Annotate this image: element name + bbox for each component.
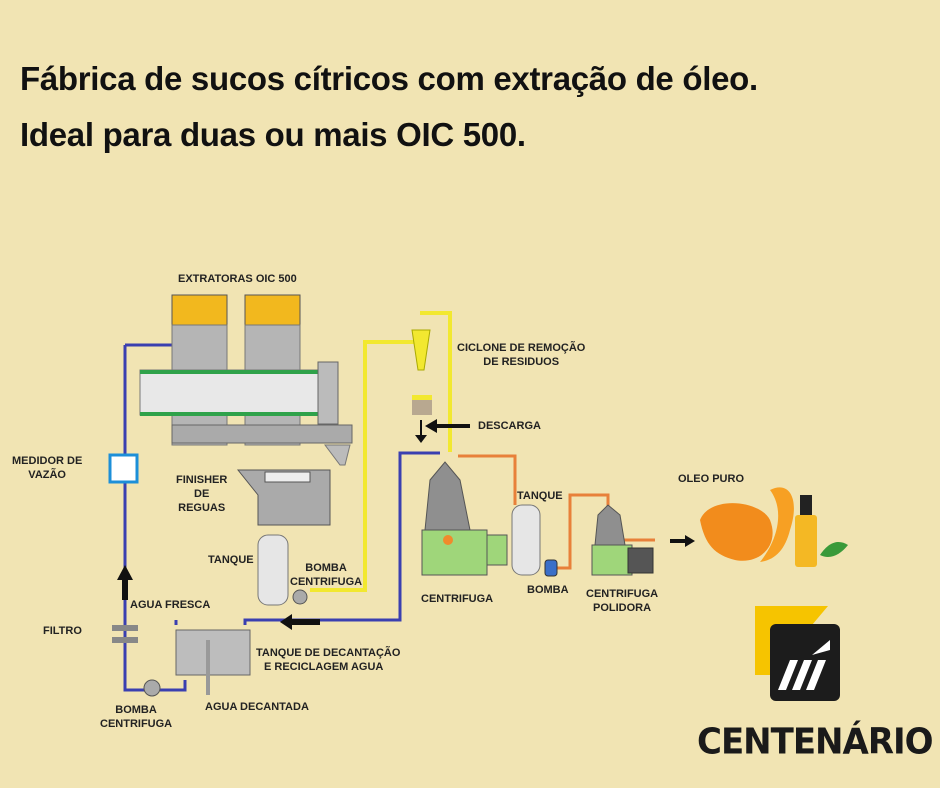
label-medidor-line1: MEDIDOR DE <box>12 455 83 467</box>
label-decantacao-line1: TANQUE DE DECANTAÇÃO <box>256 647 401 659</box>
page-title-line-1: Fábrica de sucos cítricos com extração d… <box>20 60 758 97</box>
label-medidor-vazao: MEDIDOR DE VAZÃO <box>12 454 82 482</box>
discharge-arrow-icon <box>425 419 470 433</box>
flow-meter <box>108 453 139 484</box>
filter <box>112 625 138 631</box>
label-bomba-centrifuga-2: BOMBA CENTRIFUGA <box>100 703 172 731</box>
label-bomba-centrifuga-1: BOMBA CENTRIFUGA <box>290 561 362 589</box>
extractor-1-head <box>171 294 228 326</box>
label-tanque-2: TANQUE <box>517 490 563 502</box>
decanted-water-pipe <box>206 640 210 695</box>
tank-1 <box>257 534 289 606</box>
label-decantacao-line2: E RECICLAGEM AGUA <box>264 661 384 673</box>
label-agua-fresca: AGUA FRESCA <box>130 599 211 611</box>
label-ciclone-line1: CICLONE DE REMOÇÃO <box>457 342 586 354</box>
extractor-machines <box>139 294 353 466</box>
label-bomba-2-line2: CENTRIFUGA <box>100 718 173 730</box>
label-bomba: BOMBA <box>527 584 569 596</box>
polishing-centrifuge <box>591 504 654 576</box>
label-tanque-1: TANQUE <box>208 554 254 566</box>
label-polidora-line2: POLIDORA <box>593 602 652 614</box>
label-oleo-puro: OLEO PURO <box>678 473 745 485</box>
arrow-up-icon <box>117 565 133 600</box>
label-finisher-line1: FINISHER <box>176 474 228 486</box>
arrow-left-icon <box>280 614 320 630</box>
centrifugal-pump-1 <box>292 589 308 605</box>
label-bomba-1-line2: CENTRIFUGA <box>290 576 363 588</box>
label-descarga: DESCARGA <box>478 420 541 432</box>
decantation-tank <box>175 629 251 676</box>
logo-text: CENTENÁRIO <box>697 721 934 763</box>
label-finisher: FINISHER DE REGUAS <box>176 473 227 515</box>
pump <box>544 559 558 577</box>
label-bomba-1-line1: BOMBA <box>305 562 347 574</box>
label-extratoras: EXTRATORAS OIC 500 <box>178 273 297 285</box>
label-ciclone: CICLONE DE REMOÇÃO DE RESIDUOS <box>457 341 585 369</box>
label-centrifuga: CENTRIFUGA <box>421 593 494 605</box>
orange-peel-oil-icon <box>700 487 848 567</box>
extractor-2-head <box>244 294 301 326</box>
label-bomba-2-line1: BOMBA <box>115 704 157 716</box>
centrifugal-pump-2 <box>143 679 161 697</box>
cyclone <box>411 329 431 371</box>
label-finisher-line2: DE <box>194 488 210 500</box>
finisher-machine <box>236 469 331 526</box>
residue <box>412 400 432 415</box>
label-medidor-line2: VAZÃO <box>28 469 66 481</box>
label-tanque-decantacao: TANQUE DE DECANTAÇÃO E RECICLAGEM AGUA <box>256 646 400 674</box>
centrifuge <box>421 461 508 576</box>
label-filtro: FILTRO <box>43 625 82 637</box>
label-ciclone-line2: DE RESIDUOS <box>483 356 560 368</box>
page-title-line-2: Ideal para duas ou mais OIC 500. <box>20 116 526 153</box>
label-polidora-line1: CENTRIFUGA <box>586 588 659 600</box>
arrow-right-icon <box>670 535 695 547</box>
oil-pipes <box>458 454 655 570</box>
tank-2 <box>511 504 541 576</box>
label-finisher-line3: REGUAS <box>178 502 226 514</box>
centenario-logo <box>755 606 840 701</box>
label-centrifuga-polidora: CENTRIFUGA POLIDORA <box>586 587 658 615</box>
label-agua-decantada: AGUA DECANTADA <box>205 701 309 713</box>
